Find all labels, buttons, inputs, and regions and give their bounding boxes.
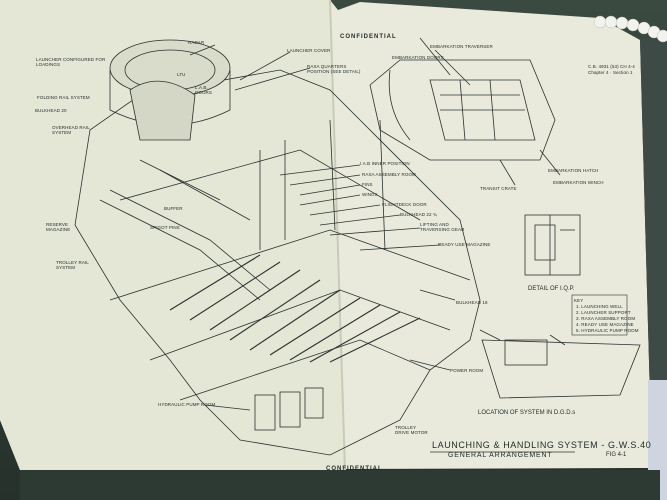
label-lifting-gear: LIFTING AND TRAVERSING GEAR bbox=[420, 222, 465, 232]
label-buffer: BUFFER bbox=[164, 206, 183, 211]
label-lab-doors: L.A.B. DOORS bbox=[195, 85, 213, 95]
label-detail-iqp: DETAIL OF I.Q.P. bbox=[528, 286, 575, 292]
label-power-room: POWER ROOM bbox=[450, 368, 484, 373]
key-box bbox=[571, 294, 628, 336]
confidential-bottom: CONFIDENTIAL bbox=[326, 466, 383, 472]
label-overhead-rail: OVERHEAD RAIL SYSTEM bbox=[52, 125, 90, 135]
label-trolley-drive: TROLLEY DRIVE MOTOR bbox=[395, 425, 428, 435]
label-embarkation-winch: EMBARKATION WINCH bbox=[553, 180, 604, 185]
location-diagram bbox=[479, 329, 641, 399]
confidential-top: CONFIDENTIAL bbox=[340, 34, 397, 40]
label-ready-use: READY USE MAGAZINE bbox=[438, 242, 491, 247]
key-item-4: 4. READY USE MAGAZINE bbox=[576, 322, 634, 327]
label-transit-crate: TRANSIT CRATE bbox=[480, 186, 517, 191]
label-folding-rail: FOLDING RAIL SYSTEM bbox=[37, 95, 90, 100]
label-bulkhead-20: BULKHEAD 20 bbox=[35, 108, 67, 113]
label-launcher: LAUNCHER CONFIGURED FOR LOADINGS bbox=[36, 57, 106, 67]
figure-number: FIG 4-1 bbox=[606, 452, 627, 458]
key-item-3: 3. RAXA ASSEMBLY ROOM bbox=[576, 316, 636, 321]
label-embarkation-hatch: EMBARKATION HATCH bbox=[548, 168, 599, 173]
label-flightdeck-door: FLIGHTDECK DOOR bbox=[382, 202, 427, 207]
desk-bottom bbox=[20, 470, 660, 500]
label-launcher-cover: LAUNCHER COVER bbox=[287, 48, 331, 53]
drawing-subtitle: GENERAL ARRANGEMENT bbox=[448, 452, 553, 459]
reference-chapter: Chapter 4 · Section 1 bbox=[588, 70, 633, 75]
label-location: LOCATION OF SYSTEM IN D.G.D.s bbox=[478, 410, 576, 416]
bead-chain bbox=[593, 15, 667, 43]
label-bulkhead-18: BULKHEAD 18 bbox=[456, 300, 488, 305]
key-item-5: 5. HYDRAULIC PUMP ROOM bbox=[576, 328, 639, 333]
label-spigot-pins: SPIGOT PINS bbox=[150, 225, 180, 230]
label-trolley-rail: TROLLEY RAIL SYSTEM bbox=[56, 260, 89, 270]
label-bulkhead-22: BULKHEAD 22 ¾ bbox=[400, 212, 437, 217]
label-fins: FINS bbox=[362, 182, 373, 187]
label-iab-inner: I.A.B INNER POSITION bbox=[360, 161, 410, 166]
label-hydraulic-room: HYDRAULIC PUMP ROOM bbox=[158, 402, 216, 407]
label-reserve-magazine: RESERVE MAGAZINE bbox=[46, 222, 71, 232]
label-ltu: LTU bbox=[177, 72, 186, 77]
cutaway-drawing bbox=[74, 39, 481, 456]
drawing-title: LAUNCHING & HANDLING SYSTEM - G.W.S.40 bbox=[432, 440, 652, 450]
key-item-1: 1. LAUNCHING WELL bbox=[576, 304, 623, 309]
label-embarkation-traverser: EMBARKATION TRAVERSER bbox=[430, 44, 493, 49]
reference-number: C.B. 4931 (53) CH 4-4 bbox=[588, 64, 635, 69]
label-radar: RADAR bbox=[188, 40, 205, 45]
label-embarkation-doors: EMBARKATION DOORS bbox=[392, 55, 444, 60]
key-title: KEY bbox=[574, 298, 584, 303]
label-assembly-room: RAXA ASSEMBLY ROOM bbox=[362, 172, 416, 177]
label-wings: WINGS bbox=[362, 192, 378, 197]
key-item-2: 2. LAUNCHER SUPPORT bbox=[576, 310, 631, 315]
paper-left-panel bbox=[0, 0, 345, 470]
embarkation-detail bbox=[369, 37, 561, 186]
iqp-detail bbox=[524, 214, 581, 276]
fold-line bbox=[329, 0, 346, 471]
label-raxa-quarters: RAXA QUARTERS POSITION (SEE DETAIL) bbox=[307, 64, 361, 74]
